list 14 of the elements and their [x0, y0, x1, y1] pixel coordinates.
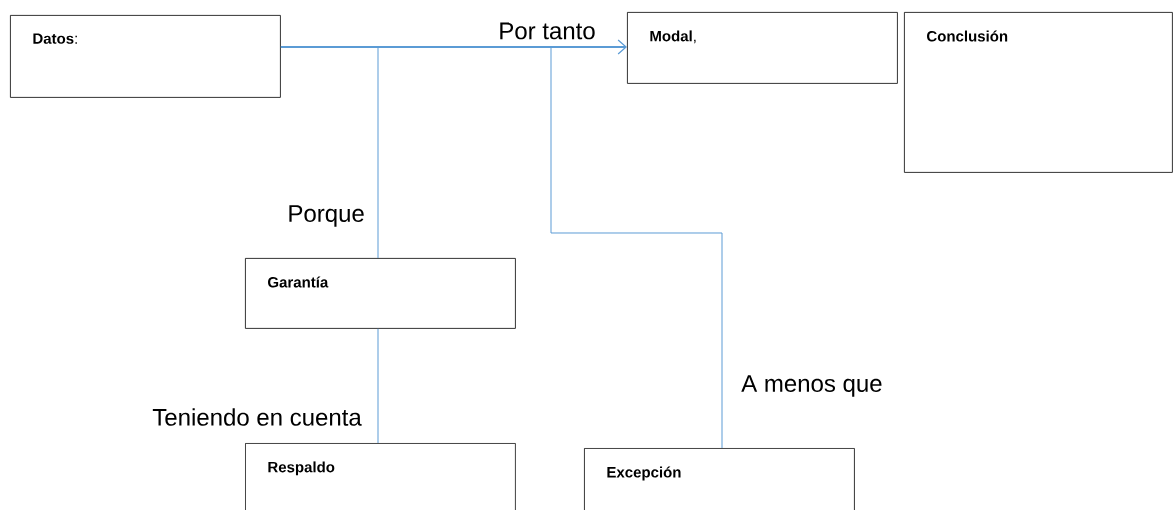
edge-label: Porque — [286, 204, 366, 228]
text-box: Modal, — [627, 12, 898, 84]
edge-label: Por tanto — [497, 21, 597, 41]
text-box: Excepción — [584, 448, 855, 510]
edge-label: Teniendo en cuenta — [151, 407, 363, 427]
connector-line — [279, 39, 627, 55]
text-box: Datos: — [10, 15, 281, 98]
text-box: Garantía — [245, 258, 516, 329]
text-box: Respaldo — [245, 443, 516, 510]
text-box: Conclusión — [904, 12, 1173, 173]
connector-line — [377, 46, 379, 259]
edge-label: A menos que — [740, 374, 884, 398]
connector-line — [377, 328, 379, 444]
connector-line — [550, 46, 723, 449]
